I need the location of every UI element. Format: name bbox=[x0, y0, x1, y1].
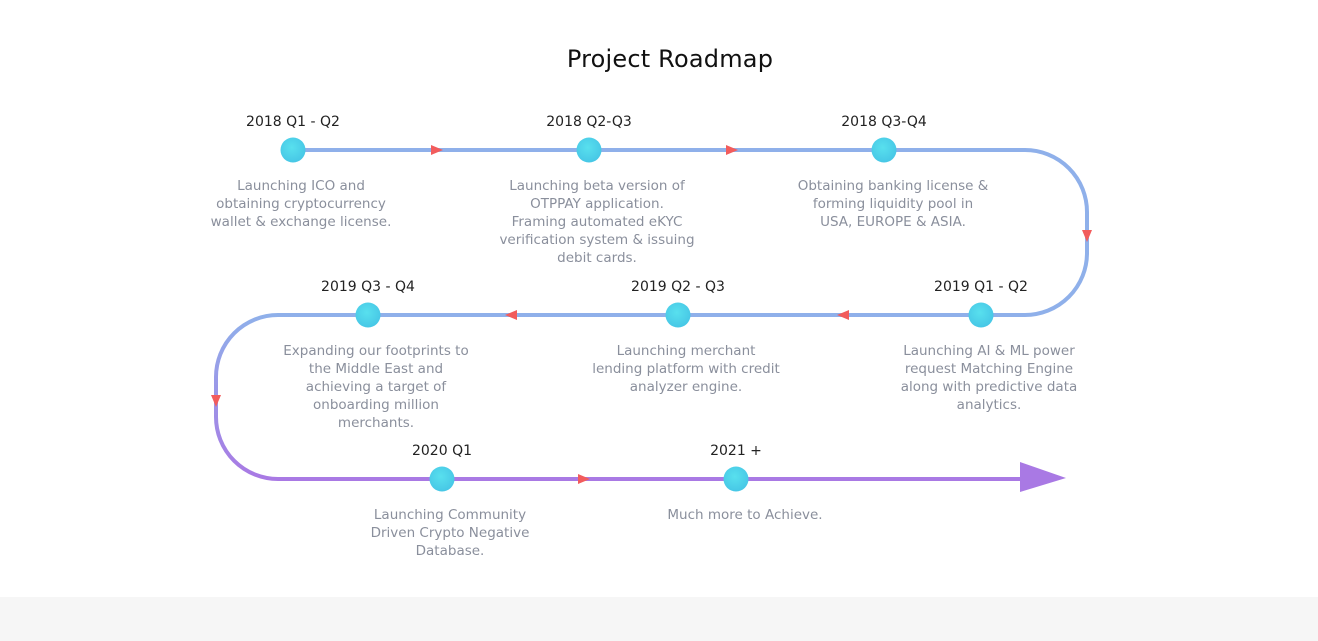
milestone-description: Launching merchant lending platform with… bbox=[592, 343, 780, 395]
milestone-description: Launching Community Driven Crypto Negati… bbox=[370, 507, 530, 559]
milestone-date: 2018 Q1 - Q2 bbox=[246, 114, 340, 130]
direction-arrow-icon bbox=[1082, 230, 1092, 242]
footer-band bbox=[0, 597, 1318, 641]
direction-arrow-icon bbox=[431, 145, 443, 155]
direction-arrow-icon bbox=[505, 310, 517, 320]
milestone-node bbox=[968, 302, 994, 328]
milestone-node bbox=[665, 302, 691, 328]
milestone-node bbox=[871, 137, 897, 163]
milestone-description: Obtaining banking license & forming liqu… bbox=[797, 178, 989, 230]
milestone-node bbox=[576, 137, 602, 163]
milestone-node bbox=[355, 302, 381, 328]
milestone-description: Launching beta version of OTPPAY applica… bbox=[499, 178, 695, 266]
milestone-date: 2019 Q2 - Q3 bbox=[631, 279, 725, 295]
milestone-description: Expanding our footprints to the Middle E… bbox=[283, 343, 469, 431]
milestone-date: 2018 Q2-Q3 bbox=[546, 114, 632, 130]
direction-arrow-icon bbox=[578, 474, 590, 484]
milestone-date: 2019 Q3 - Q4 bbox=[321, 279, 415, 295]
milestone-node bbox=[429, 466, 455, 492]
timeline-path bbox=[214, 148, 1089, 481]
milestone-node bbox=[280, 137, 306, 163]
milestone-date: 2018 Q3-Q4 bbox=[841, 114, 927, 130]
milestone-description: Launching ICO and obtaining cryptocurren… bbox=[210, 178, 392, 230]
milestone-node bbox=[723, 466, 749, 492]
timeline-end-arrowhead bbox=[1020, 462, 1066, 492]
milestone-description: Much more to Achieve. bbox=[667, 507, 823, 523]
milestone-description: Launching AI & ML power request Matching… bbox=[900, 343, 1078, 413]
direction-arrow-icon bbox=[211, 395, 221, 407]
direction-arrow-icon bbox=[837, 310, 849, 320]
page-title: Project Roadmap bbox=[566, 45, 774, 73]
milestone-date: 2021 + bbox=[710, 443, 762, 459]
direction-arrow-icon bbox=[726, 145, 738, 155]
milestone-date: 2020 Q1 bbox=[411, 443, 472, 459]
milestone-date: 2019 Q1 - Q2 bbox=[934, 279, 1028, 295]
